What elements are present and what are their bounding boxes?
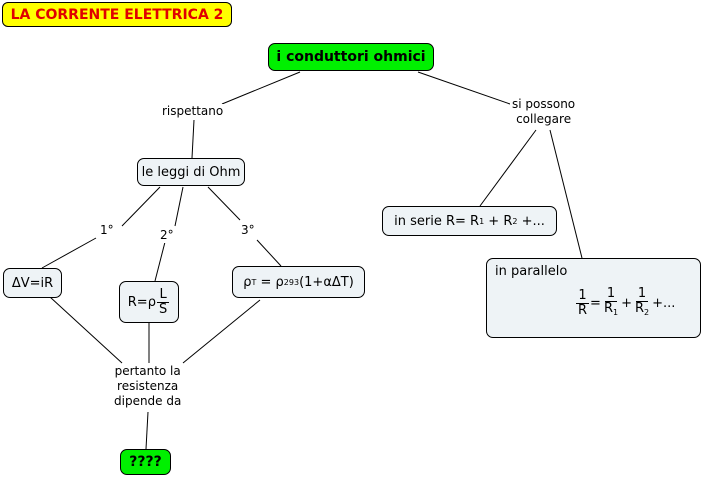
line-leggi-2 (174, 186, 184, 227)
link-text-line: collegare (516, 112, 572, 126)
subscript: 2 (512, 216, 518, 226)
link-text-line: dipende da (114, 394, 182, 408)
line-leggi-3 (207, 186, 241, 221)
line-law1-pertanto (49, 296, 123, 364)
denominator: R (578, 303, 588, 318)
link-label-1: 1° (98, 223, 116, 238)
line-2-law2 (154, 241, 166, 282)
line-root-collegare (417, 71, 511, 105)
line-3-law3 (256, 239, 282, 267)
node-root-text: i conduttori ohmici (276, 49, 426, 65)
fraction: 1 R2 (633, 287, 651, 320)
line-leggi-1 (121, 186, 161, 227)
line-collegare-serie (479, 129, 537, 207)
line-1-law1 (41, 237, 97, 269)
fraction: L S (157, 286, 169, 317)
link-text: rispettano (162, 104, 224, 118)
node-unknown[interactable]: ???? (120, 449, 171, 475)
link-label-2: 2° (158, 228, 176, 243)
link-label-rispettano: rispettano (160, 104, 226, 119)
map-title: LA CORRENTE ELETTRICA 2 (2, 2, 232, 27)
serie-plus: + R (484, 213, 513, 229)
formula-tail: +... (652, 296, 676, 311)
link-label-pertanto: pertanto la resistenza dipende da (112, 364, 184, 409)
node-law2[interactable]: R=ρ L S (119, 281, 179, 323)
numerator: 1 (576, 288, 589, 304)
link-text-line: si possono (512, 97, 576, 111)
line-pertanto-unknown (145, 411, 149, 450)
link-text: 1° (100, 223, 114, 237)
denominator: R2 (633, 302, 651, 320)
rho: ρ (275, 274, 284, 290)
link-text-line: pertanto la (114, 364, 181, 378)
line-law3-pertanto (182, 299, 261, 364)
link-text: 2° (160, 228, 174, 242)
den-text: R (635, 301, 645, 316)
node-text: le leggi di Ohm (141, 164, 241, 180)
line-collegare-parallelo (549, 129, 583, 259)
parallelo-label: in parallelo (495, 264, 568, 279)
serie-text: in serie R= R (394, 213, 480, 229)
denominator: S (158, 301, 168, 317)
map-title-text: LA CORRENTE ELETTRICA 2 (10, 6, 224, 23)
subscript: T (251, 277, 257, 287)
formula-lhs: R=ρ (127, 294, 156, 310)
numerator: 1 (635, 286, 649, 302)
subscript: 2 (644, 308, 650, 317)
node-text: ???? (129, 454, 162, 470)
fraction: 1 R1 (602, 287, 620, 320)
serie-tail: +... (517, 213, 545, 229)
subscript: 1 (613, 308, 619, 317)
fraction: 1 R (576, 289, 589, 318)
denominator: R1 (602, 302, 620, 320)
link-label-3: 3° (239, 223, 257, 238)
line-rispettano-leggi (191, 119, 195, 159)
rho: ρ (243, 274, 252, 290)
parallelo-formula: 1 R = 1 R1 + 1 R2 +... (576, 286, 676, 320)
den-text: R (603, 301, 613, 316)
node-law1[interactable]: ΔV=iR (3, 268, 62, 298)
subscript: 1 (479, 216, 485, 226)
equals: = (256, 274, 276, 290)
subscript: 293 (283, 277, 300, 287)
node-root[interactable]: i conduttori ohmici (268, 43, 434, 71)
link-text-line: resistenza (117, 379, 179, 393)
node-leggi-ohm[interactable]: le leggi di Ohm (137, 158, 245, 186)
numerator: L (157, 286, 169, 303)
line-root-rispettano (221, 71, 301, 105)
link-text: 3° (241, 223, 255, 237)
node-parallelo[interactable]: in parallelo 1 R = 1 R1 + 1 R2 +... (486, 258, 701, 338)
formula-rest: (1+αΔT) (299, 274, 354, 290)
link-label-collegare: si possono collegare (510, 97, 578, 127)
node-text: ΔV=iR (11, 275, 54, 291)
numerator: 1 (604, 286, 618, 302)
